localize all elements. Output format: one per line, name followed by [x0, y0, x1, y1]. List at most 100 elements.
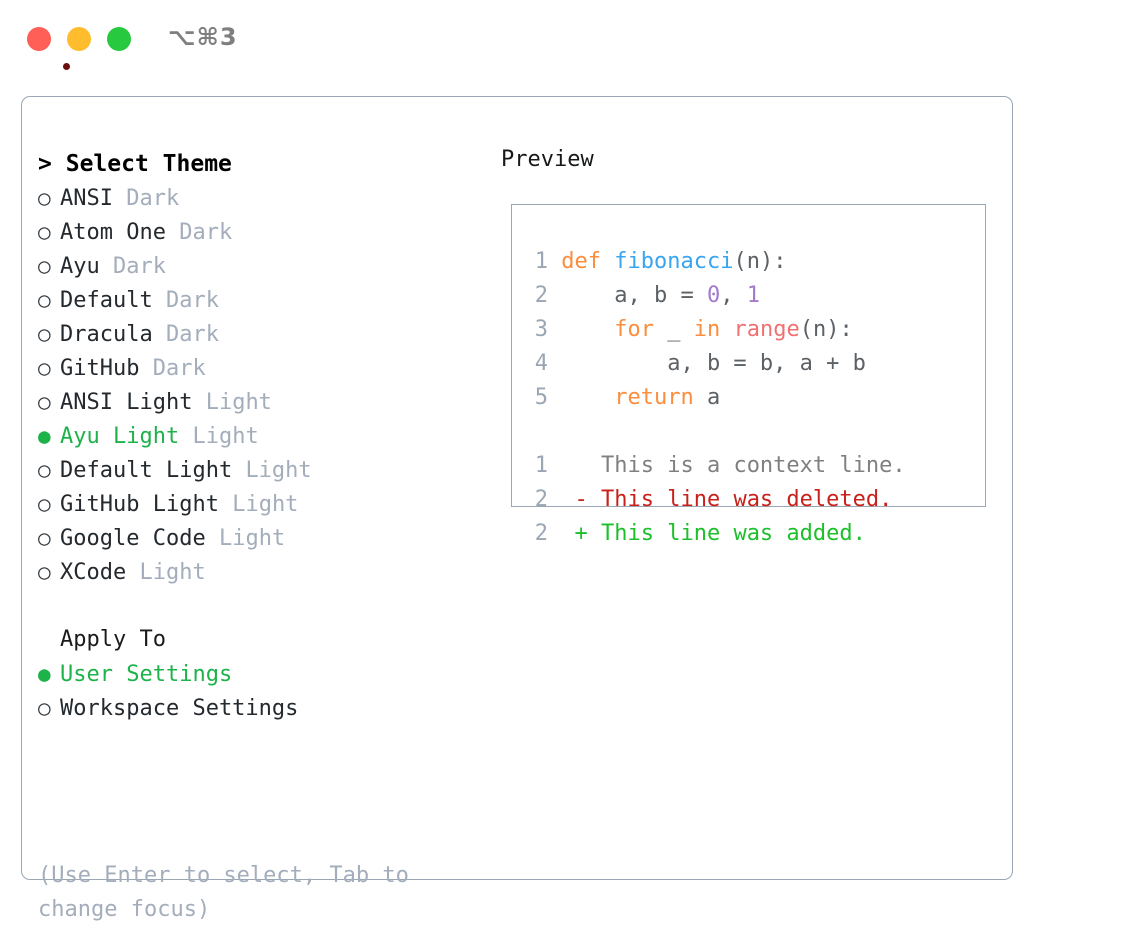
code-token: a: [706, 385, 721, 410]
code-token: fibonacci: [614, 249, 734, 274]
theme-item-google-code[interactable]: ○ Google Code Light: [38, 521, 488, 555]
code-line: 1 def fibonacci(n):: [526, 245, 979, 279]
apply-to-item-workspace-settings[interactable]: ○ Workspace Settings: [38, 691, 488, 725]
radio-unselected-icon: ○: [38, 186, 51, 210]
theme-item-ayu-light[interactable]: ●Ayu Light Light: [38, 419, 488, 453]
line-number: 3: [534, 317, 548, 342]
theme-item-label: Ayu: [60, 254, 100, 279]
minimize-button[interactable]: [67, 27, 91, 51]
theme-item-label: Default Light: [60, 458, 233, 483]
recording-indicator-icon: [63, 63, 70, 70]
maximize-button[interactable]: [107, 27, 131, 51]
diff-text: This line was deleted.: [587, 487, 893, 512]
theme-picker-heading: > Select Theme: [38, 147, 488, 181]
theme-item-label: Ayu Light: [60, 424, 180, 449]
theme-item-label: ANSI: [60, 186, 113, 211]
keyboard-hint: (Use Enter to select, Tab to change focu…: [38, 863, 409, 922]
theme-item-tag: Dark: [152, 356, 206, 381]
main-panel: > Select Theme ○ANSI Dark○Atom One Dark○…: [21, 96, 1013, 922]
radio-selected-icon: ●: [38, 424, 51, 448]
radio-unselected-icon: ○: [38, 492, 51, 516]
theme-item-tag: Dark: [126, 186, 180, 211]
code-token: def: [561, 249, 615, 274]
theme-item-github[interactable]: ○GitHub Dark: [38, 351, 488, 385]
line-number: 1: [534, 249, 548, 274]
code-token: 1: [746, 283, 760, 308]
theme-item-default-light[interactable]: ○ Default Light Light: [38, 453, 488, 487]
theme-item-tag: Dark: [179, 220, 233, 245]
theme-item-tag: Light: [139, 560, 206, 585]
theme-item-ayu[interactable]: ○ Ayu Dark: [38, 249, 488, 283]
radio-unselected-icon: ○: [38, 458, 51, 482]
radio-unselected-icon: ○: [38, 390, 51, 414]
theme-item-tag: Light: [232, 492, 299, 517]
theme-item-dracula[interactable]: ○Dracula Dark: [38, 317, 488, 351]
radio-unselected-icon: ○: [38, 288, 51, 312]
line-number: 2: [534, 283, 548, 308]
diff-marker: [575, 453, 588, 478]
radio-selected-icon: ●: [38, 662, 51, 686]
diff-line: 2 + This line was added.: [526, 517, 979, 551]
code-token: return: [561, 385, 707, 410]
theme-item-label: Atom One: [60, 220, 166, 245]
radio-unselected-icon: ○: [38, 696, 51, 720]
theme-item-atom-one[interactable]: ○ Atom One Dark: [38, 215, 488, 249]
theme-item-default[interactable]: ○ Default Dark: [38, 283, 488, 317]
theme-item-github-light[interactable]: ○ GitHub Light Light: [38, 487, 488, 521]
diff-line: 1 This is a context line.: [526, 449, 979, 483]
theme-item-label: GitHub Light: [60, 492, 219, 517]
line-number: 2: [534, 487, 548, 512]
code-token: a, b = b, a + b: [561, 351, 866, 376]
theme-item-tag: Dark: [165, 288, 219, 313]
line-number: 5: [534, 385, 548, 410]
close-button[interactable]: [27, 27, 70, 70]
radio-unselected-icon: ○: [38, 220, 51, 244]
theme-item-label: Google Code: [60, 526, 206, 551]
theme-item-label: GitHub: [60, 356, 140, 381]
radio-unselected-icon: ○: [38, 322, 51, 346]
theme-item-tag: Light: [245, 458, 312, 483]
theme-item-label: ANSI Light: [60, 390, 193, 415]
theme-picker: > Select Theme ○ANSI Dark○Atom One Dark○…: [38, 147, 488, 725]
code-line: 2 a, b = 0, 1: [526, 279, 979, 313]
code-token: (n):: [733, 249, 787, 274]
radio-unselected-icon: ○: [38, 526, 51, 550]
theme-item-label: Default: [60, 288, 153, 313]
code-line: 5 return a: [526, 381, 979, 415]
theme-item-tag: Light: [218, 526, 286, 551]
code-token: ,: [720, 283, 747, 308]
apply-to-list: ● User Settings ○ Workspace Settings: [38, 657, 488, 725]
code-line: 3 for _ in range(n):: [526, 313, 979, 347]
code-token: in: [693, 317, 734, 342]
theme-item-ansi-light[interactable]: ○ ANSI Light Light: [38, 385, 488, 419]
theme-item-tag: Dark: [113, 254, 166, 279]
diff-lines: 1 This is a context line.2 - This line w…: [526, 449, 979, 551]
code-token: _: [667, 317, 694, 342]
line-number: 4: [534, 351, 548, 376]
theme-item-tag: Light: [205, 390, 272, 415]
preview-label: Preview: [501, 147, 594, 172]
apply-to-heading: Apply To: [60, 627, 166, 652]
apply-to-item-label: User Settings: [60, 662, 233, 687]
theme-item-xcode[interactable]: ○XCode Light: [38, 555, 488, 589]
radio-unselected-icon: ○: [38, 560, 51, 584]
code-token: for: [561, 317, 668, 342]
code-line: 4 a, b = b, a + b: [526, 347, 979, 381]
apply-to-item-label: Workspace Settings: [60, 696, 299, 721]
page-title: Select Theme: [65, 151, 232, 177]
radio-unselected-icon: ○: [38, 254, 51, 278]
theme-item-ansi[interactable]: ○ ANSI Dark: [38, 181, 488, 215]
code-token: (n):: [799, 317, 853, 342]
spacer: [38, 589, 488, 623]
diff-text: This is a context line.: [587, 453, 906, 478]
apply-to-item-user-settings[interactable]: ● User Settings: [38, 657, 488, 691]
line-number: 2: [534, 521, 548, 546]
code-token: a, b =: [561, 283, 707, 308]
line-number: 1: [534, 453, 548, 478]
spacer: [526, 415, 979, 449]
diff-line: 2 - This line was deleted.: [526, 483, 979, 517]
